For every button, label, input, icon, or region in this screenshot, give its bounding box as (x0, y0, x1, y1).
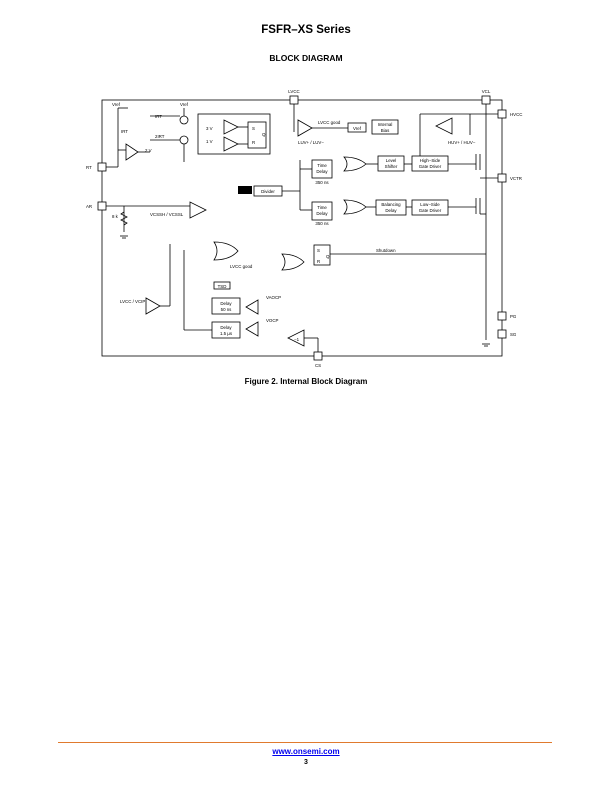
svg-text:VCSSH / VCSSL: VCSSH / VCSSL (150, 212, 184, 217)
ar-section: 8 k VCSSH / VCSSL (106, 201, 207, 232)
svg-text:Gate Driver: Gate Driver (419, 208, 442, 213)
svg-text:Internal: Internal (378, 122, 393, 127)
svg-text:8 k: 8 k (112, 214, 119, 219)
figure-caption: Figure 2. Internal Block Diagram (244, 377, 368, 386)
svg-text:Delay: Delay (220, 325, 232, 330)
svg-text:VOCP: VOCP (266, 318, 279, 323)
svg-text:IRT: IRT (155, 114, 162, 119)
svg-text:LVCC: LVCC (288, 89, 299, 94)
svg-text:VAOCP: VAOCP (266, 295, 281, 300)
svg-text:Shutdown: Shutdown (376, 248, 396, 253)
svg-text:High−Side: High−Side (420, 158, 441, 163)
svg-text:R: R (317, 259, 320, 264)
pin-pg: PG (497, 311, 517, 321)
pin-lvcc: LVCC (288, 89, 300, 105)
svg-text:Low−Side: Low−Side (420, 202, 440, 207)
svg-text:Delay: Delay (316, 211, 328, 216)
svg-text:Q: Q (262, 132, 266, 137)
pin-vctr: VCTR (497, 173, 522, 183)
oscillator-section: Vref Vref IRT 2 V IRT 2IRT 3 V 1 V S Q R (106, 102, 271, 168)
svg-text:Delay: Delay (316, 169, 328, 174)
svg-text:350 ns: 350 ns (315, 180, 329, 185)
svg-text:RT: RT (86, 165, 92, 170)
section-title: BLOCK DIAGRAM (269, 53, 343, 63)
svg-text:PG: PG (510, 314, 517, 319)
svg-text:HVCC: HVCC (510, 112, 522, 117)
svg-text:LVCC / VCIP: LVCC / VCIP (120, 299, 145, 304)
svg-text:Vref: Vref (180, 102, 189, 107)
divider-block: Divider (238, 160, 312, 211)
svg-text:Time: Time (317, 205, 327, 210)
svg-text:LUV+ / LUV−: LUV+ / LUV− (298, 140, 324, 145)
svg-text:2IRT: 2IRT (155, 134, 165, 139)
svg-text:3 V: 3 V (206, 126, 213, 131)
pin-sg: SG (497, 329, 517, 339)
lowside-path: Time Delay 350 ns Balancing Delay Low−Si… (311, 198, 486, 226)
svg-text:TSD: TSD (218, 284, 227, 289)
svg-text:Level: Level (386, 158, 397, 163)
pin-vcl: VCL (481, 89, 491, 105)
svg-text:50 ns: 50 ns (221, 307, 233, 312)
svg-text:VCL: VCL (482, 89, 491, 94)
svg-text:350 ns: 350 ns (315, 221, 329, 226)
svg-text:CS: CS (315, 363, 321, 368)
svg-text:Shifter: Shifter (385, 164, 398, 169)
svg-text:Q: Q (326, 254, 330, 259)
svg-text:LVCC good: LVCC good (230, 264, 253, 269)
svg-text:AR: AR (86, 204, 92, 209)
svg-text:Gate Driver: Gate Driver (419, 164, 442, 169)
svg-text:LVCC good: LVCC good (318, 120, 341, 125)
svg-text:−1: −1 (294, 337, 300, 342)
pin-ar: AR (86, 201, 107, 211)
svg-text:2 V: 2 V (145, 148, 152, 153)
pin-cs: CS (313, 351, 323, 368)
svg-text:Bias: Bias (381, 128, 390, 133)
page-number: 3 (304, 759, 308, 766)
footer-link[interactable]: www.onsemi.com (272, 747, 340, 756)
pin-hvcc: HVCC (497, 109, 522, 119)
highside-supply: HUV+ / HUV− (419, 104, 498, 340)
svg-text:Vref: Vref (112, 102, 121, 107)
svg-text:Balancing: Balancing (381, 202, 401, 207)
svg-text:HUV+ / HUV−: HUV+ / HUV− (448, 140, 476, 145)
chip-outline (101, 99, 503, 357)
svg-text:Vref: Vref (353, 126, 362, 131)
svg-text:S: S (252, 126, 255, 131)
svg-text:Delay: Delay (220, 301, 232, 306)
svg-text:SG: SG (510, 332, 517, 337)
bias-section: LVCC good Vref Internal Bias LUV+ / LUV− (293, 104, 399, 145)
svg-text:VCTR: VCTR (510, 176, 522, 181)
svg-text:Divider: Divider (261, 189, 275, 194)
highside-path: Time Delay 350 ns Level Shifter High−Sid… (311, 154, 498, 185)
series-title: FSFR–XS Series (261, 24, 351, 36)
svg-text:1.5 µs: 1.5 µs (220, 331, 233, 336)
svg-text:Delay: Delay (385, 208, 397, 213)
svg-text:R: R (252, 140, 255, 145)
svg-text:S: S (317, 248, 320, 253)
svg-text:IRT: IRT (121, 129, 128, 134)
svg-text:Time: Time (317, 163, 327, 168)
pin-rt: RT (86, 162, 107, 172)
footer-rule (58, 742, 552, 743)
svg-text:1 V: 1 V (206, 139, 213, 144)
ground-symbols (120, 235, 490, 347)
protection-logic: S R Q Shutdown LVCC good TSD LVCC / VCIP… (120, 241, 486, 352)
